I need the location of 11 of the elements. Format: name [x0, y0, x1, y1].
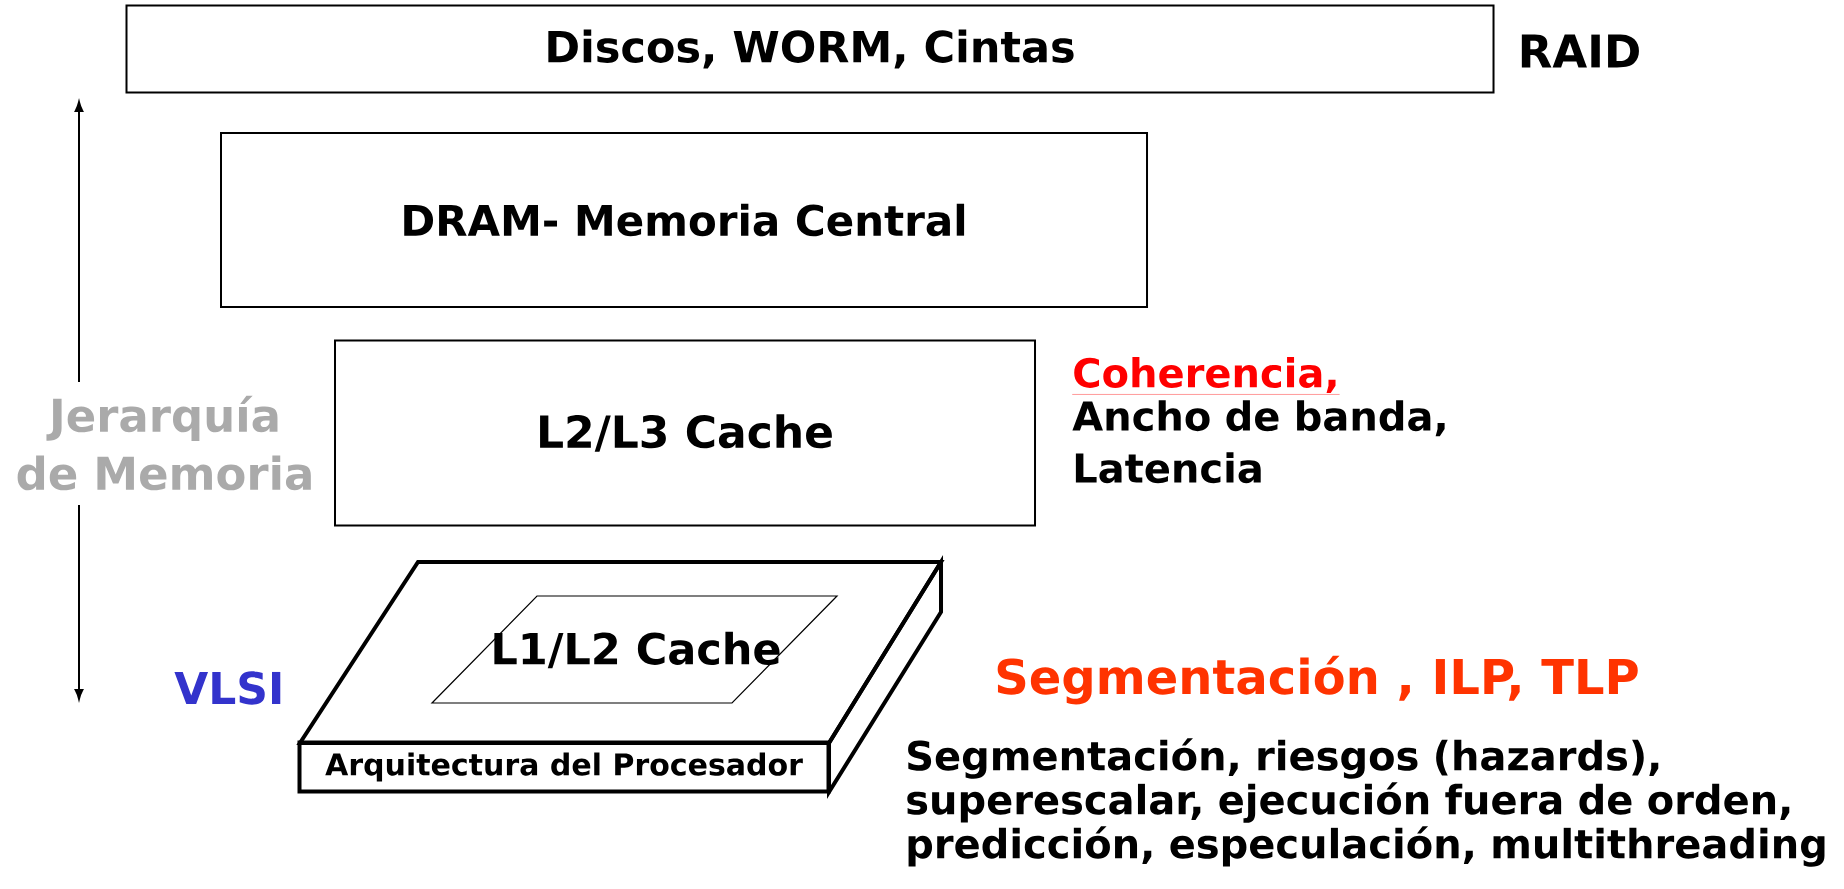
topic-heading: Coherencia,: [1072, 357, 1340, 395]
node-label: Arquitectura del Procesador: [325, 752, 803, 782]
side-note: Ancho de banda, Latencia: [1072, 400, 1445, 484]
side-note: VLSI: [174, 671, 281, 705]
cache-box: L2/L3 Cache: [334, 339, 1036, 527]
axis-title: Jerarquía de Memoria: [17, 395, 311, 491]
topic-list: Segmentación, riesgos (hazards), superescalar, ejecución fuera de orden, predicción, especulación, multithreading: [907, 738, 1825, 867]
topic-heading: Segmentación , ILP, TLP: [997, 655, 1638, 705]
memory-box: DRAM- Memoria Central: [220, 132, 1148, 308]
storage-box: Discos, WORM, Cintas: [125, 4, 1495, 94]
side-note: RAID: [1521, 34, 1639, 68]
